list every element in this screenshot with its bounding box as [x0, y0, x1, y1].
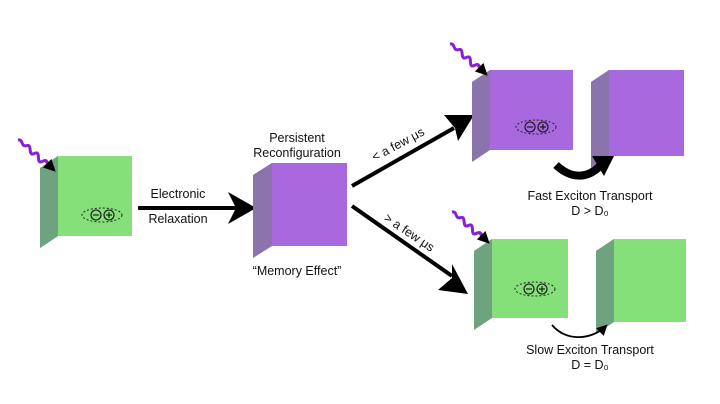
exciton-pair-cube5: [514, 281, 556, 297]
cube1-front: [58, 157, 132, 236]
fast-branch-arrow: [351, 115, 474, 188]
cube2-left: [253, 163, 272, 258]
fast-transport-arrow: [553, 156, 614, 180]
cube3-front: [490, 70, 573, 150]
cube2-front: [272, 163, 347, 246]
cube6-front: [614, 239, 686, 322]
reconfiguration-label: Reconfiguration: [253, 146, 341, 160]
reconfigured-purple-cube: [253, 163, 347, 258]
slow-transport-label: Slow Exciton Transport: [526, 343, 654, 357]
slow-green-cube-excited: [474, 239, 568, 330]
cube3-left: [472, 70, 490, 162]
persistent-label: Persistent: [269, 131, 325, 145]
slow-green-cube-transported: [596, 239, 686, 334]
laser-pulse-icon: [17, 138, 56, 172]
fast-relation-label: D > D₀: [571, 204, 609, 218]
electron-icon: [90, 209, 102, 221]
cube1-left: [40, 157, 58, 248]
cube4-left: [591, 70, 609, 168]
fast-transport-label: Fast Exciton Transport: [527, 189, 653, 203]
laser-pulse-icon: [449, 42, 488, 76]
fast-purple-cube-transported: [591, 70, 684, 168]
electronic-label: Electronic: [151, 187, 206, 201]
cube5-front: [492, 239, 568, 318]
cube5-left: [474, 239, 492, 330]
electron-icon: [523, 283, 535, 295]
slow-relation-label: D = D₀: [571, 358, 609, 372]
exciton-pair-cube3: [515, 119, 557, 135]
laser-pulse-icon: [451, 210, 490, 244]
relaxation-label: Relaxation: [148, 212, 207, 226]
exciton-ellipse: [81, 207, 123, 223]
hole-icon: [103, 209, 115, 221]
cube4-front: [609, 70, 684, 156]
memory-effect-label: “Memory Effect”: [253, 264, 342, 278]
slow-transport-arrow: [551, 324, 608, 338]
fast-purple-cube-excited: [472, 70, 573, 162]
electron-icon: [524, 121, 536, 133]
cube6-left: [596, 239, 614, 334]
slow-branch-arrow: [350, 204, 468, 294]
relaxation-arrow: [138, 192, 256, 224]
exciton-pair-cube1: [81, 207, 123, 223]
hole-icon: [537, 121, 549, 133]
hole-icon: [536, 283, 548, 295]
